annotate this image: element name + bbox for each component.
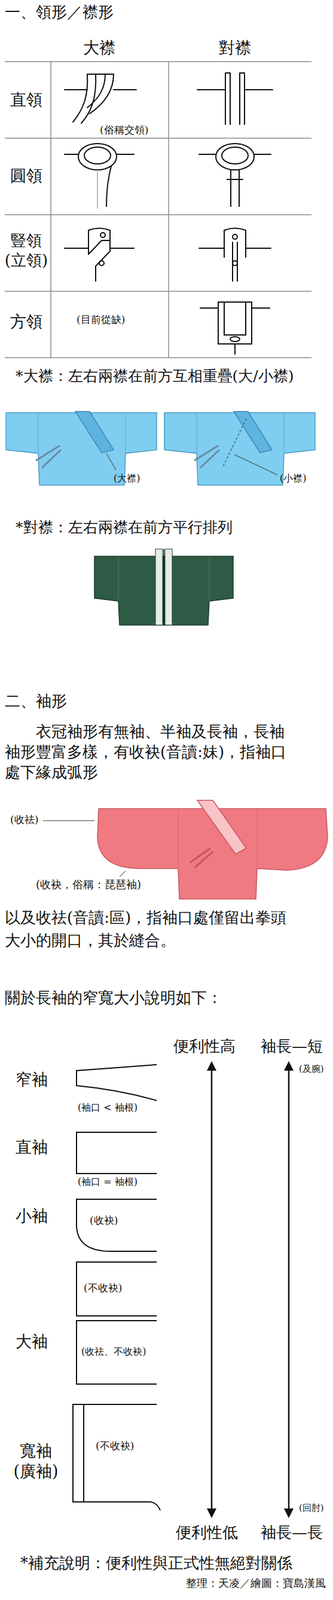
- axis-label: 袖長—短: [260, 1036, 323, 1056]
- small-sleeve-straight: [76, 1261, 157, 1316]
- paragraph: 關於長袖的窄寬大小說明如下：: [4, 987, 223, 1008]
- leader-line: [43, 820, 95, 821]
- cross-collar-icon: [64, 74, 137, 124]
- axis-label: 袖長—長: [260, 1522, 323, 1542]
- arrow-shaft: [211, 1067, 289, 1511]
- button: [232, 260, 238, 266]
- collar-band: [233, 411, 273, 453]
- axis-label: 便利性低: [175, 1522, 238, 1542]
- sleeve-note: (袖口 = 袖根): [77, 1175, 138, 1188]
- collar-band: [197, 799, 247, 854]
- section-heading: 二、袖形: [4, 691, 67, 711]
- small-sleeve-curved: [76, 1198, 157, 1251]
- table-grid: [4, 61, 312, 358]
- round-collar-icon: [199, 154, 271, 207]
- callout-label: (收袂，俗稱：琵琶袖): [35, 877, 142, 892]
- sleeve-name: 小袖: [15, 1205, 48, 1226]
- stand-collar-icon: [199, 228, 271, 282]
- axis-note: (及腕): [298, 1062, 325, 1075]
- axis-label: 便利性高: [173, 1036, 236, 1056]
- collar-strip: [155, 548, 163, 625]
- straight-collar-icon: [197, 72, 273, 125]
- leader-line: [119, 870, 126, 877]
- sleeve-shapes: [72, 1064, 161, 1510]
- ties: [190, 847, 213, 867]
- paragraph: 衣冠袖形有無袖、半袖及長袖，長袖 袖形豐富多樣，有收袂(音讀:妹)，指袖口 處下…: [4, 721, 311, 782]
- row-label: 豎領 (立領): [2, 230, 51, 270]
- collar-strip: [165, 548, 173, 625]
- knot: [230, 336, 240, 342]
- arrow-head: [206, 1060, 294, 1518]
- narrow-sleeve: [76, 1064, 157, 1101]
- sleeve-name: 寬袖 (廣袖): [5, 1440, 66, 1481]
- button: [99, 260, 105, 266]
- jacket-body: [5, 412, 157, 485]
- axis-note: (回肘): [298, 1501, 325, 1514]
- note-text: *對襟：左右兩襟在前方平行排列: [15, 517, 233, 537]
- big-sleeve: [76, 1320, 157, 1384]
- sleeve-note: (不收袂): [95, 1439, 134, 1452]
- note-text: *大襟：左右兩襟在前方互相重疊(大/小襟): [15, 366, 294, 386]
- column-header: 大襟: [83, 37, 116, 58]
- ties: [194, 445, 220, 468]
- square-collar-icon: [200, 301, 270, 354]
- callout-label: (收祛): [10, 813, 39, 826]
- center-line: [163, 548, 165, 625]
- sleeve-name: 直袖: [15, 1136, 48, 1157]
- round-collar-line: [96, 170, 99, 209]
- round-collar-icon: [221, 147, 249, 164]
- grid-line: [4, 61, 312, 358]
- row-label: 方領: [10, 311, 43, 332]
- sleeve-name: 窄袖: [15, 1068, 48, 1090]
- row-label: 直領: [10, 89, 43, 111]
- round-collar-icon: [84, 147, 111, 164]
- credit: 整理：天凌／繪圖：寶島漢風: [185, 1575, 326, 1590]
- sleeve-note: (不收袂): [83, 1281, 122, 1294]
- section-heading: 一、領形／襟形: [4, 2, 114, 23]
- collar-band: [75, 411, 114, 453]
- sleeve-note: (收祛、不收袂): [81, 1345, 146, 1358]
- sleeve-name: 大袖: [15, 1330, 48, 1352]
- note-label: (俗稱交領): [99, 123, 149, 137]
- ties: [35, 445, 61, 468]
- round-collar-icon: [64, 154, 134, 207]
- grid-line: [50, 61, 169, 358]
- sleeve-note: (收袂): [89, 1213, 118, 1227]
- straight-sleeve: [76, 1131, 157, 1173]
- leader-line: [106, 453, 116, 470]
- note-text: *補充說明：便利性與正式性無絕對關係: [20, 1552, 293, 1573]
- paragraph: 以及收祛(音讀:區)，指袖口處僅留出拳頭 大小的開口，其於縫合。: [4, 905, 311, 952]
- row-label: 圓領: [10, 165, 43, 186]
- round-collar-icon: [215, 143, 255, 170]
- jacket-body: [164, 412, 316, 485]
- parallel-jacket: [94, 548, 234, 625]
- overlap-jacket: [164, 411, 316, 485]
- collar-icons: [64, 72, 273, 354]
- note-label: (目前從缺): [76, 313, 125, 326]
- inner-lapel: [222, 418, 247, 468]
- callout-label: (大襟): [113, 472, 140, 485]
- column-header: 對襟: [218, 37, 252, 58]
- wide-sleeve: [72, 1403, 161, 1510]
- overlap-jacket: [5, 411, 157, 485]
- button: [100, 232, 106, 238]
- leader-line: [234, 454, 278, 475]
- stand-collar-icon: [64, 228, 134, 282]
- sleeve-note: (袖口 < 袖根): [77, 1101, 138, 1114]
- callout-label: (小襟): [279, 472, 307, 485]
- button: [232, 234, 238, 240]
- double-arrows: [206, 1060, 294, 1518]
